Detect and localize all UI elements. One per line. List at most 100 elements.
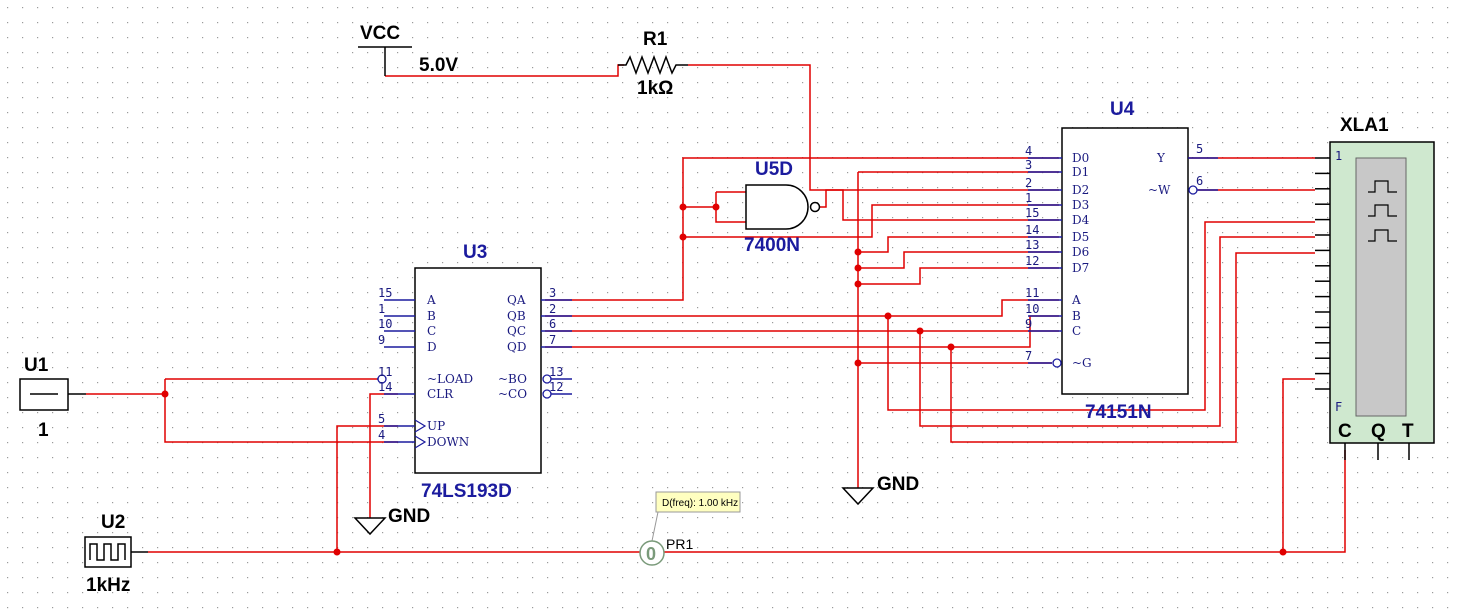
- pin-number: 5: [1196, 142, 1203, 156]
- vcc-source[interactable]: VCC 5.0V: [358, 23, 458, 76]
- pin-label: QC: [507, 324, 526, 338]
- r1-value: 1kΩ: [637, 78, 673, 99]
- pin-number: 3: [549, 286, 556, 300]
- junction-dot: [916, 327, 924, 335]
- resistor-r1[interactable]: R1 1kΩ: [618, 29, 688, 99]
- pin-number: 14: [378, 380, 392, 394]
- u4-part: 74151N: [1085, 402, 1152, 423]
- junction-dot: [854, 248, 862, 256]
- junction-dot: [333, 548, 341, 556]
- wire-gnd-d7: [858, 267, 1059, 285]
- wire-clock: [148, 450, 1346, 553]
- waveform-icon: [1368, 204, 1397, 217]
- probe-icon: [639, 540, 665, 566]
- u3-part: 74LS193D: [421, 481, 512, 502]
- pin-number: 5: [378, 412, 385, 426]
- wire-nand-d2: [820, 189, 1059, 208]
- clock-marker: [414, 419, 427, 433]
- analyzer-screen: [1355, 157, 1407, 417]
- pin-label: A: [1071, 293, 1081, 307]
- vcc-label: VCC: [360, 23, 400, 44]
- pin-label: D0: [1072, 151, 1089, 165]
- xla1-t-label: T: [1402, 421, 1414, 442]
- u5d-label: U5D: [755, 159, 793, 180]
- clock-source-u2[interactable]: U2 1kHz: [84, 512, 148, 596]
- u3-label: U3: [463, 242, 487, 263]
- wire-clock-ch: [1282, 378, 1315, 552]
- pin-label: ~BO: [498, 372, 527, 386]
- wire-tap-c: [950, 252, 1315, 443]
- gnd-symbol-u3[interactable]: GND: [353, 506, 430, 536]
- pin-label: UP: [427, 419, 445, 433]
- pin-number: 9: [1025, 317, 1032, 331]
- junction-dot: [884, 312, 892, 320]
- u4-label: U4: [1110, 99, 1135, 120]
- pin-label: ~W: [1148, 183, 1171, 197]
- vcc-value: 5.0V: [419, 55, 458, 76]
- wire-tap-a: [887, 221, 1315, 411]
- waveform-icons: [1368, 180, 1397, 242]
- pin-label: ~LOAD: [427, 372, 473, 386]
- inverter-bubble: [809, 201, 821, 213]
- wire-gnd-d6: [858, 251, 1059, 269]
- pin-number: 13: [549, 365, 563, 379]
- wire-clock-up: [336, 425, 398, 552]
- resistor-symbol: [618, 54, 688, 76]
- pin-number: 10: [378, 317, 392, 331]
- probe-pr1[interactable]: D(freq): 1.00 kHz 0 PR1: [639, 491, 741, 566]
- pin-label: ~G: [1072, 356, 1092, 370]
- pin-label: D: [427, 340, 437, 354]
- clock-marker: [414, 435, 427, 449]
- pin-number: 11: [1025, 286, 1039, 300]
- pin-number: 14: [1025, 223, 1039, 237]
- gnd-label: GND: [388, 506, 430, 527]
- pin-number: 3: [1025, 158, 1032, 172]
- logic-analyzer-xla1[interactable]: XLA1 1 F C Q T: [1315, 115, 1435, 460]
- pin-label: D4: [1072, 213, 1090, 227]
- pin-number: 1: [1025, 191, 1032, 205]
- junction-dot: [712, 203, 720, 211]
- switch-u1[interactable]: U1 1: [19, 355, 86, 441]
- pin-label: D1: [1072, 165, 1089, 179]
- junction-dot: [947, 343, 955, 351]
- pin-label: QA: [507, 293, 526, 307]
- pin-label: C: [1072, 324, 1081, 338]
- pin-number: 6: [1196, 174, 1203, 188]
- pin-label: D2: [1072, 183, 1089, 197]
- junctions: [161, 203, 1287, 556]
- pin-label: A: [426, 293, 436, 307]
- u2-label: U2: [101, 512, 125, 533]
- pin-number: 2: [1025, 176, 1032, 190]
- probe-value: 0: [646, 544, 656, 564]
- junction-dot: [679, 233, 687, 241]
- junction-dot: [679, 203, 687, 211]
- nand-gate-u5d[interactable]: U5D 7400N: [744, 159, 821, 256]
- pin-number: 12: [549, 380, 563, 394]
- waveform-icon: [1368, 229, 1397, 242]
- gnd-symbol-u4[interactable]: GND: [841, 474, 919, 506]
- pin-bubble: [377, 374, 387, 384]
- pin-label: QD: [507, 340, 526, 354]
- pin-label: D7: [1072, 261, 1089, 275]
- wire-tap-b: [919, 236, 1315, 427]
- pin-label: QB: [507, 309, 526, 323]
- probe-tooltip: [655, 491, 741, 513]
- junction-dot: [854, 359, 862, 367]
- pin-number: 11: [378, 365, 392, 379]
- wire-nand-b: [715, 192, 746, 223]
- pin-number: 6: [549, 317, 556, 331]
- u4-right-pins: 5Y6~W: [1148, 142, 1218, 197]
- pin-number: 9: [378, 333, 385, 347]
- xla1-q-label: Q: [1371, 421, 1386, 442]
- pin-number: 7: [1025, 349, 1032, 363]
- u5d-part: 7400N: [744, 235, 800, 256]
- pin-number: 4: [1025, 144, 1032, 158]
- r1-label: R1: [643, 29, 668, 50]
- xla1-pin-top: 1: [1335, 149, 1342, 163]
